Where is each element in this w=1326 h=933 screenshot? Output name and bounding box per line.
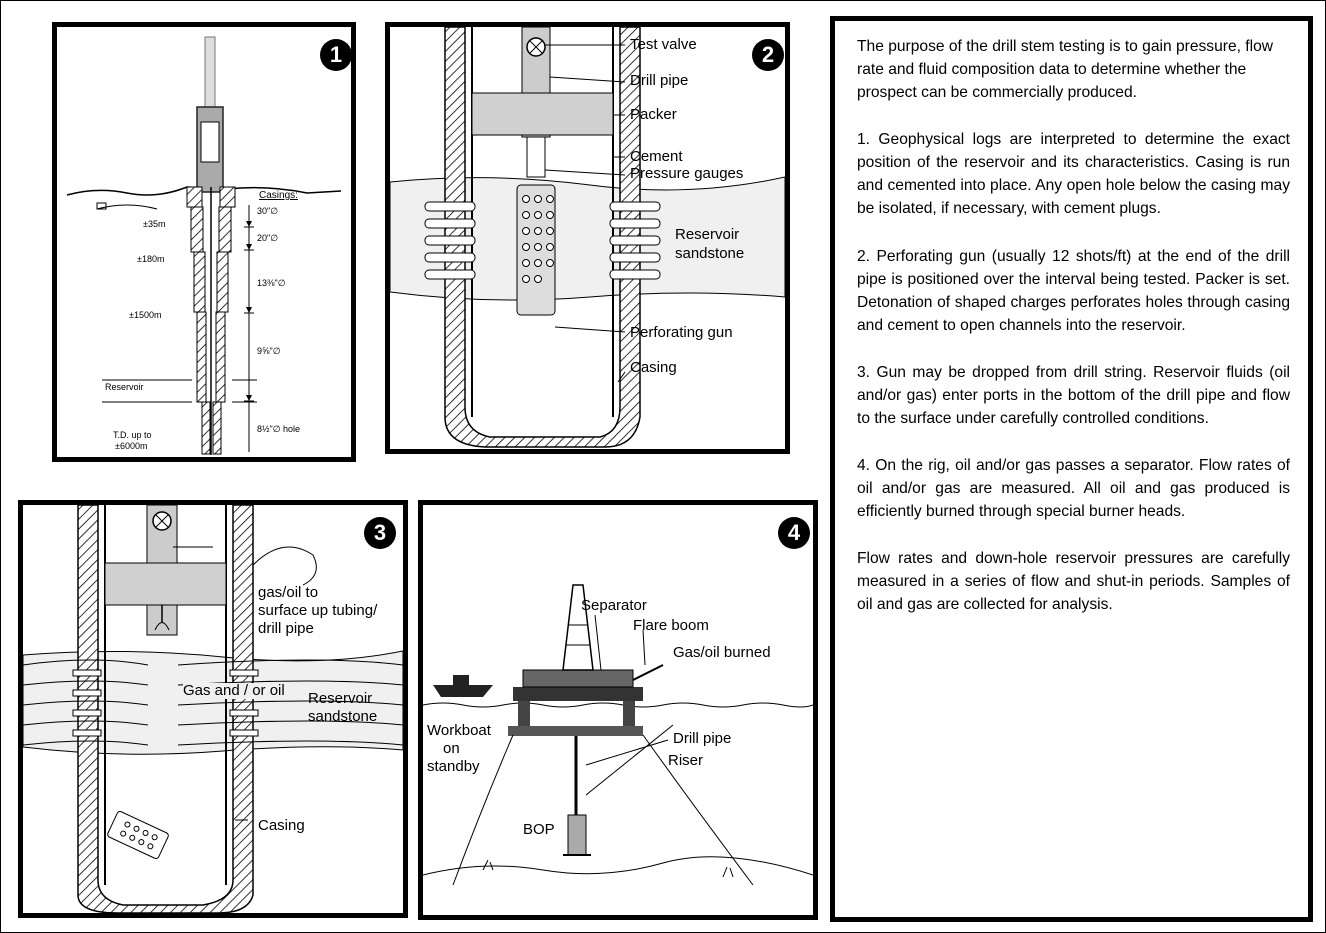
gas-oil-label: Gas and / or oil xyxy=(183,683,285,699)
step-2-paragraph: 2. Perforating gun (usually 12 shots/ft)… xyxy=(857,245,1290,337)
gas-oil-burned-label: Gas/oil burned xyxy=(673,645,771,661)
drill-pipe-label: Drill pipe xyxy=(630,73,688,89)
casing-13-label: 13⅜"∅ xyxy=(257,279,286,288)
cement-label: Cement xyxy=(630,149,683,165)
panel-3-flow: 3 gas/oil to surface up tubing/ drill pi… xyxy=(18,500,408,918)
panel-1-well-casing: 1 Casings: 30"∅ 20"∅ 13⅜"∅ 9⅝"∅ 8½"∅ hol… xyxy=(52,22,356,462)
td-label-2: ±6000m xyxy=(115,442,147,451)
separator-label: Separator xyxy=(581,598,647,614)
casing-label: Casing xyxy=(258,818,305,834)
flow-label-2: surface up tubing/ xyxy=(258,603,377,619)
depth-35-label: ±35m xyxy=(143,220,165,229)
riser-label: Riser xyxy=(668,753,703,769)
reservoir-label: Reservoir xyxy=(308,691,372,707)
hole-8-label: 8½"∅ hole xyxy=(257,425,300,434)
panel-4-number: 4 xyxy=(778,517,810,549)
perforating-gun-label: Perforating gun xyxy=(630,325,733,341)
panel-2-perforation: 2 Test valve Drill pipe Packer Cement Pr… xyxy=(385,22,790,454)
panel-1-number: 1 xyxy=(320,39,352,71)
packer-label: Packer xyxy=(630,107,677,123)
workboat-label-2: on xyxy=(443,741,460,757)
casings-label: Casings: xyxy=(259,191,298,202)
panel-3-number: 3 xyxy=(364,517,396,549)
sandstone-label: sandstone xyxy=(308,709,377,725)
pressure-gauges-label: Pressure gauges xyxy=(630,166,743,182)
workboat-label-3: standby xyxy=(427,759,480,775)
panel-2-number: 2 xyxy=(752,39,784,71)
casing-9-label: 9⅝"∅ xyxy=(257,347,281,356)
flow-label-3: drill pipe xyxy=(258,621,314,637)
casing-30-label: 30"∅ xyxy=(257,207,278,216)
closing-paragraph: Flow rates and down-hole reservoir press… xyxy=(857,547,1290,616)
intro-paragraph: The purpose of the drill stem testing is… xyxy=(857,35,1290,104)
depth-1500-label: ±1500m xyxy=(129,311,161,320)
step-3-paragraph: 3. Gun may be dropped from drill string.… xyxy=(857,361,1290,430)
reservoir-label: Reservoir xyxy=(675,227,739,243)
panel-4-rig: 4 Separator Flare boom Gas/oil burned Wo… xyxy=(418,500,818,920)
casing-20-label: 20"∅ xyxy=(257,234,278,243)
well-casing-diagram xyxy=(57,27,351,457)
bop-label: BOP xyxy=(523,822,555,838)
td-label-1: T.D. up to xyxy=(113,431,152,440)
flare-boom-label: Flare boom xyxy=(633,618,709,634)
description-box: The purpose of the drill stem testing is… xyxy=(830,16,1313,922)
depth-180-label: ±180m xyxy=(137,255,164,264)
workboat-label-1: Workboat xyxy=(427,723,491,739)
flow-label-1: gas/oil to xyxy=(258,585,318,601)
rig-diagram xyxy=(423,505,813,915)
reservoir-label: Reservoir xyxy=(105,383,144,392)
step-4-paragraph: 4. On the rig, oil and/or gas passes a s… xyxy=(857,454,1290,523)
casing-label: Casing xyxy=(630,360,677,376)
step-1-paragraph: 1. Geophysical logs are interpreted to d… xyxy=(857,128,1290,220)
sandstone-label: sandstone xyxy=(675,246,744,262)
test-valve-label: Test valve xyxy=(630,37,697,53)
drill-pipe-label: Drill pipe xyxy=(673,731,731,747)
